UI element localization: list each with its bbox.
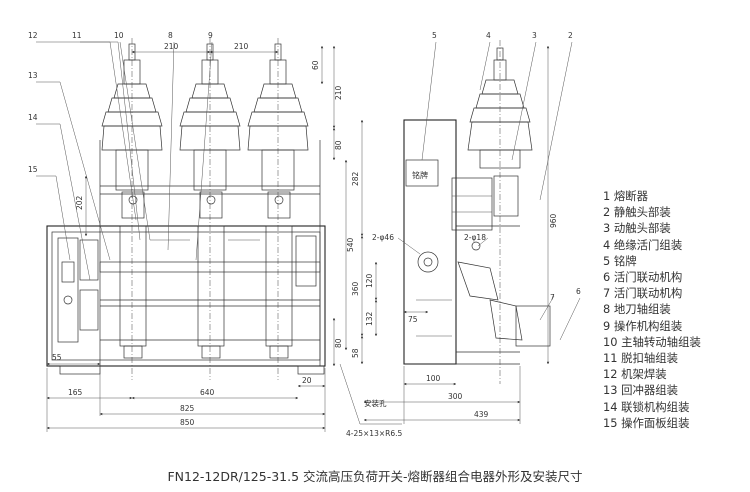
legend-item: 14 联锁机构组装 bbox=[603, 399, 690, 414]
dim-side-120: 120 bbox=[365, 273, 374, 288]
legend-item: 9 操作机构组装 bbox=[603, 318, 683, 333]
legend-item: 5 铭牌 bbox=[603, 253, 637, 268]
dim-bottom-850: 850 bbox=[180, 418, 195, 427]
legend-item: 7 活门联动机构 bbox=[603, 286, 683, 301]
legend-item: 12 机架焊装 bbox=[603, 367, 667, 382]
dim-right-540: 540 bbox=[346, 237, 355, 252]
legend-item: 11 脱扣轴组装 bbox=[603, 351, 679, 366]
dim-right-210: 210 bbox=[334, 85, 343, 100]
holes-phi46: 2-φ46 bbox=[372, 233, 394, 242]
dim-bottom-640: 640 bbox=[200, 388, 215, 397]
front-view: 12 11 10 8 9 13 14 15 210 210 bbox=[28, 31, 355, 432]
front-top-dims: 210 210 bbox=[131, 42, 279, 54]
front-leaders: 12 11 10 8 9 13 14 15 bbox=[28, 31, 213, 281]
legend-item: 4 绝缘活门组装 bbox=[603, 237, 683, 252]
dim-side-282: 282 bbox=[351, 171, 360, 186]
dim-top-210-right: 210 bbox=[234, 42, 249, 51]
parts-legend: 1 熔断器 2 静触头部装 3 动触头部装 4 绝缘活门组装 5 铭牌 6 活门… bbox=[603, 188, 701, 431]
legend-item: 15 操作面板组装 bbox=[603, 415, 690, 430]
leader-9: 9 bbox=[208, 31, 213, 40]
legend-item: 13 回冲器组装 bbox=[603, 383, 679, 398]
leader-3: 3 bbox=[532, 31, 537, 40]
dim-bottom-20: 20 bbox=[302, 376, 312, 385]
leader-12: 12 bbox=[28, 31, 38, 40]
front-left-dims: 202 bbox=[75, 175, 88, 237]
dim-side-58: 58 bbox=[351, 348, 360, 358]
dim-side-100: 100 bbox=[426, 374, 441, 383]
side-left-dims: 282 360 120 132 58 bbox=[351, 119, 378, 365]
dim-side-360: 360 bbox=[351, 281, 360, 296]
legend-item: 10 主轴转动轴组装 bbox=[603, 334, 701, 349]
side-view: 铭牌 2-φ46 2-φ18 5 bbox=[339, 31, 581, 438]
dim-side-960: 960 bbox=[549, 213, 558, 228]
side-leaders: 5 4 3 2 7 6 bbox=[421, 31, 581, 341]
phase-a bbox=[101, 38, 163, 380]
legend-item: 8 地刀轴组装 bbox=[603, 302, 671, 317]
dim-side-75: 75 bbox=[408, 315, 418, 324]
leader-4: 4 bbox=[486, 31, 491, 40]
side-bottom-dims: 100 300 439 安装孔 4-25×13×R6.5 bbox=[339, 363, 521, 438]
dim-top-210-left: 210 bbox=[164, 42, 179, 51]
phase-c bbox=[247, 38, 309, 380]
dim-right-60: 60 bbox=[311, 60, 320, 70]
legend-item: 2 静触头部装 bbox=[603, 205, 671, 220]
leader-14: 14 bbox=[28, 113, 38, 122]
leader-11: 11 bbox=[72, 31, 82, 40]
dim-side-439: 439 bbox=[474, 410, 489, 419]
front-right-dims: 60 210 80 540 80 bbox=[311, 45, 355, 367]
holes-phi18: 2-φ18 bbox=[464, 233, 486, 242]
drawing-caption: FN12-12DR/125-31.5 交流高压负荷开关-熔断器组合电器外形及安装… bbox=[167, 469, 583, 484]
legend-item: 3 动触头部装 bbox=[603, 221, 671, 236]
mount-holes-label: 4-25×13×R6.5 bbox=[346, 429, 403, 438]
dim-side-132: 132 bbox=[365, 311, 374, 326]
leader-10: 10 bbox=[114, 31, 124, 40]
dim-right-80-bottom: 80 bbox=[334, 338, 343, 348]
leader-8: 8 bbox=[168, 31, 173, 40]
front-bottom-dims: 55 165 640 20 825 850 bbox=[46, 353, 326, 432]
nameplate-label: 铭牌 bbox=[412, 170, 428, 180]
dim-bottom-825: 825 bbox=[180, 404, 195, 413]
legend-item: 1 熔断器 bbox=[603, 189, 649, 203]
leader-2: 2 bbox=[568, 31, 573, 40]
leader-6: 6 bbox=[576, 287, 581, 296]
dim-bottom-55: 55 bbox=[52, 353, 62, 362]
leader-13: 13 bbox=[28, 71, 38, 80]
dim-bottom-165: 165 bbox=[68, 388, 83, 397]
side-frame bbox=[403, 119, 457, 365]
leader-15: 15 bbox=[28, 165, 38, 174]
frame-outline bbox=[46, 225, 326, 367]
leader-7: 7 bbox=[550, 293, 555, 302]
phase-b bbox=[179, 38, 241, 380]
side-insulator bbox=[467, 40, 533, 384]
legend-item: 6 活门联动机构 bbox=[603, 270, 683, 285]
install-hole-label: 安装孔 bbox=[364, 398, 387, 408]
dim-left-202: 202 bbox=[75, 195, 84, 210]
dim-right-80-top: 80 bbox=[334, 140, 343, 150]
leader-5: 5 bbox=[432, 31, 437, 40]
dim-side-300: 300 bbox=[448, 392, 463, 401]
